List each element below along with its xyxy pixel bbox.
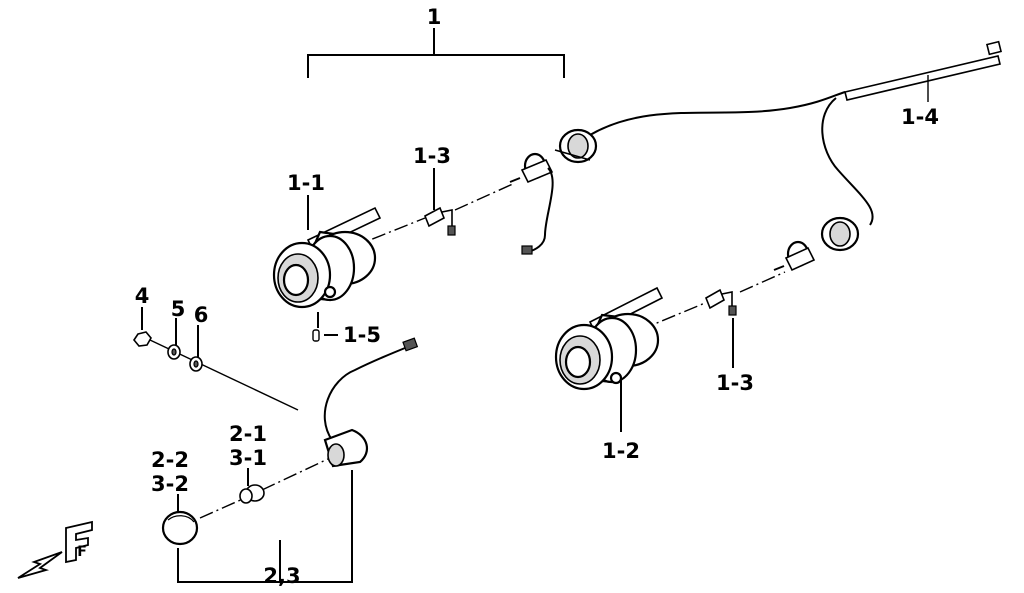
marker-light — [161, 337, 419, 546]
connector-lower — [773, 240, 816, 272]
bulb-upper — [423, 206, 456, 236]
callout-2-2: 2-2 — [151, 448, 189, 472]
grommet-upper — [554, 128, 598, 164]
callout-3-1: 3-1 — [229, 446, 267, 470]
callout-1-4: 1-4 — [901, 105, 939, 129]
fog-lamp-right — [554, 286, 664, 391]
direction-letter: F — [77, 544, 87, 560]
bulb-2-1 — [239, 484, 265, 504]
callout-1-1: 1-1 — [287, 171, 325, 195]
wire-harness — [589, 40, 1003, 226]
callout-1-2: 1-2 — [602, 439, 640, 463]
callout-6: 6 — [194, 303, 209, 327]
callout-4: 4 — [135, 284, 150, 308]
front-arrow-icon — [17, 520, 93, 579]
callout-2-1: 2-1 — [229, 422, 267, 446]
bulb-lower — [704, 288, 737, 316]
lens-2-2 — [161, 510, 199, 546]
callout-1-3-upper: 1-3 — [413, 144, 451, 168]
callout-5: 5 — [171, 297, 186, 321]
group-1-bracket — [307, 28, 565, 78]
callout-1-3-lower: 1-3 — [716, 371, 754, 395]
connector-upper — [509, 152, 554, 255]
callout-1: 1 — [427, 5, 442, 29]
fog-lamp-left — [272, 206, 382, 309]
nut-washer-set — [133, 331, 203, 372]
callout-1-5: 1-5 — [343, 323, 381, 347]
group-2-3-bracket — [177, 470, 353, 583]
part-1-5 — [312, 329, 320, 342]
grommet-lower — [820, 216, 860, 252]
callout-2-3: 2,3 — [263, 564, 300, 588]
callout-3-2: 3-2 — [151, 472, 189, 496]
